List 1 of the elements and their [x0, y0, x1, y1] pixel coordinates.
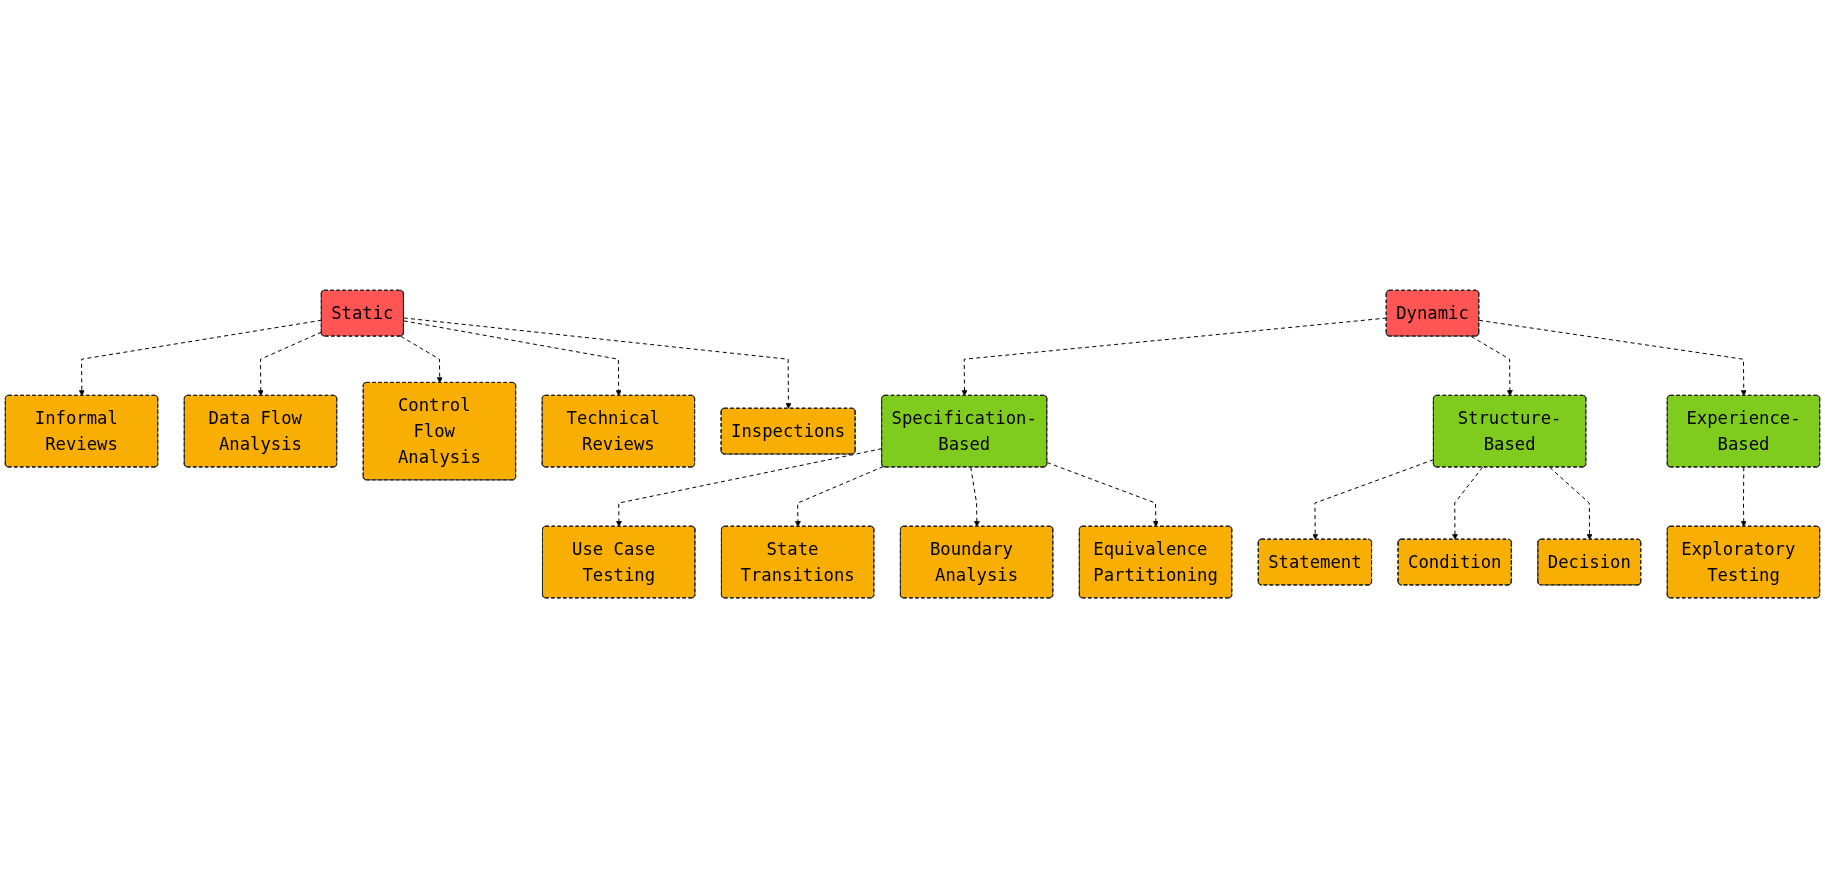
arrow [1549, 466, 1593, 540]
